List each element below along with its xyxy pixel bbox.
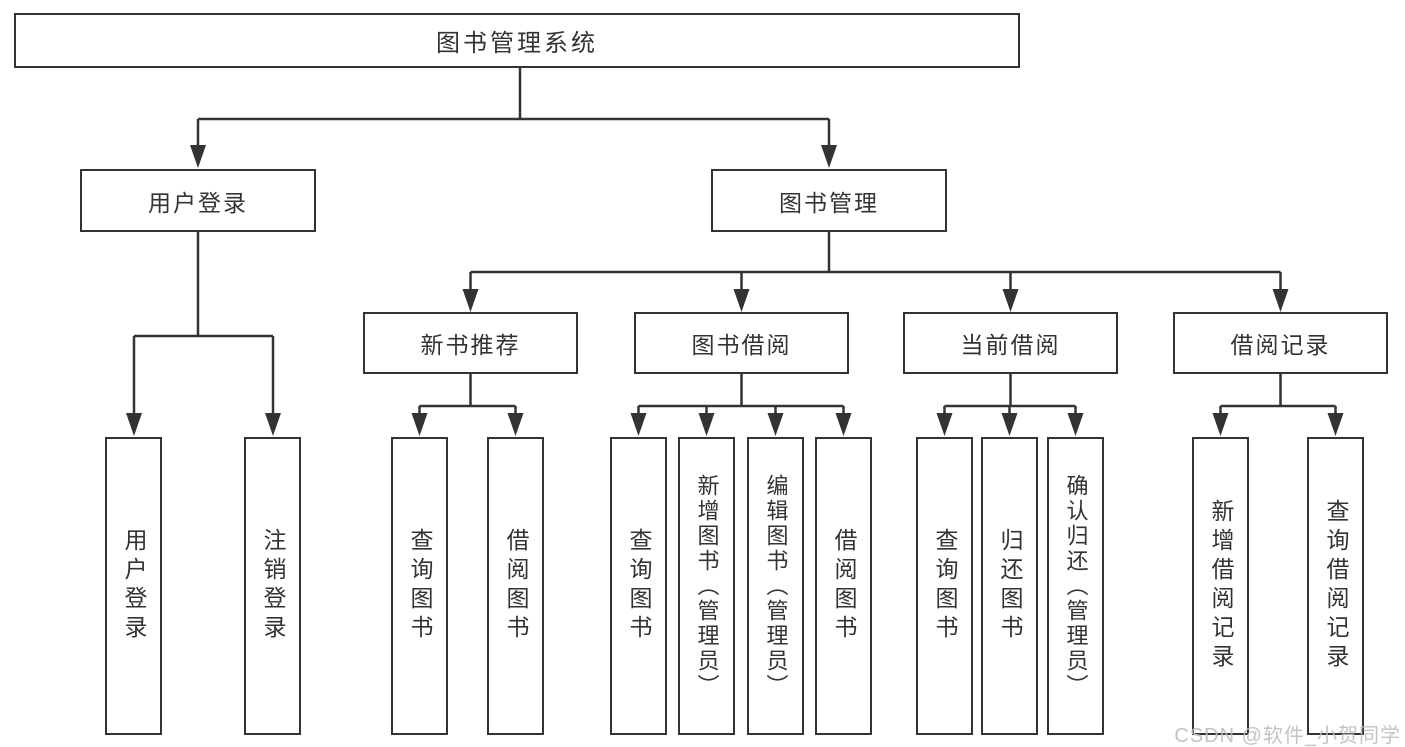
node-book-management: 图书管理 — [711, 169, 947, 232]
node-borrow-record: 借阅记录 — [1173, 312, 1388, 374]
leaf-query-borrow-record-label: 查询借阅记录 — [1323, 499, 1349, 673]
leaf-current-query-book: 查询图书 — [916, 437, 973, 735]
leaf-add-borrow-record: 新增借阅记录 — [1192, 437, 1249, 735]
leaf-borrow-borrow-book-label: 借阅图书 — [831, 528, 857, 644]
leaf-add-borrow-record-label: 新增借阅记录 — [1208, 499, 1234, 673]
leaf-borrow-borrow-book: 借阅图书 — [815, 437, 872, 735]
node-user-login: 用户登录 — [80, 169, 316, 232]
leaf-recommend-borrow-book: 借阅图书 — [487, 437, 544, 735]
leaf-add-book-admin-label: 新增图书（管理员） — [694, 473, 720, 699]
leaf-logout: 注销登录 — [244, 437, 301, 735]
leaf-borrow-query-book-label: 查询图书 — [626, 528, 652, 644]
leaf-recommend-query-book-label: 查询图书 — [407, 528, 433, 644]
node-new-book-recommend: 新书推荐 — [363, 312, 578, 374]
leaf-confirm-return-admin: 确认归还（管理员） — [1047, 437, 1104, 735]
leaf-user-login: 用户登录 — [105, 437, 162, 735]
leaf-return-book: 归还图书 — [981, 437, 1038, 735]
leaf-borrow-query-book: 查询图书 — [610, 437, 667, 735]
node-book-borrow: 图书借阅 — [634, 312, 849, 374]
leaf-recommend-borrow-book-label: 借阅图书 — [503, 528, 529, 644]
leaf-recommend-query-book: 查询图书 — [391, 437, 448, 735]
leaf-add-book-admin: 新增图书（管理员） — [678, 437, 735, 735]
leaf-query-borrow-record: 查询借阅记录 — [1307, 437, 1364, 735]
leaf-user-login-label: 用户登录 — [121, 528, 147, 644]
leaf-edit-book-admin: 编辑图书（管理员） — [747, 437, 804, 735]
csdn-watermark: CSDN @软件_小贺同学 — [1174, 725, 1401, 747]
leaf-edit-book-admin-label: 编辑图书（管理员） — [763, 473, 789, 699]
leaf-current-query-book-label: 查询图书 — [932, 528, 958, 644]
leaf-confirm-return-admin-label: 确认归还（管理员） — [1063, 473, 1089, 699]
node-current-borrow: 当前借阅 — [903, 312, 1118, 374]
leaf-return-book-label: 归还图书 — [997, 528, 1023, 644]
node-library-management-system: 图书管理系统 — [14, 13, 1020, 68]
leaf-logout-label: 注销登录 — [260, 528, 286, 644]
